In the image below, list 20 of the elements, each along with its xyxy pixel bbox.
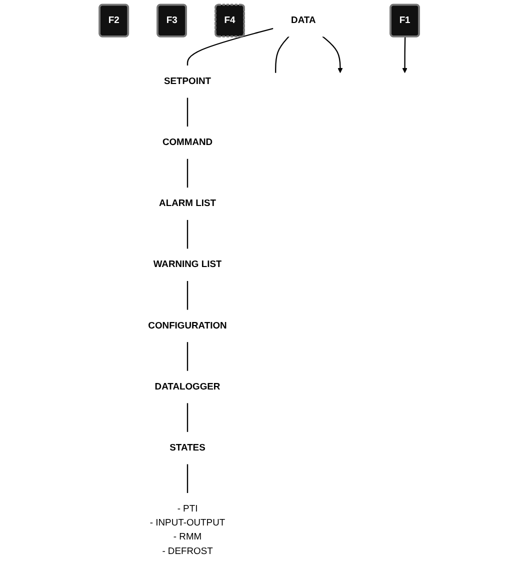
node-text: SETPOINT bbox=[164, 76, 212, 86]
arrow bbox=[402, 36, 408, 74]
node-text: STATES bbox=[170, 442, 206, 453]
connector bbox=[186, 97, 188, 127]
connector bbox=[186, 464, 188, 494]
connector bbox=[186, 342, 188, 372]
arrow bbox=[322, 36, 343, 74]
connector bbox=[186, 220, 188, 249]
node-text: DATALOGGER bbox=[154, 382, 220, 392]
node-text: COMMAND bbox=[162, 137, 213, 148]
node-text: ALARM LIST bbox=[159, 198, 216, 208]
node-text: CONFIGURATION bbox=[148, 320, 227, 331]
node-text: - PTI - INPUT-OUTPUT - RMM - DEFROST bbox=[150, 504, 226, 556]
connector bbox=[186, 402, 188, 432]
node-text: DATA bbox=[291, 15, 316, 26]
connector bbox=[186, 158, 188, 188]
connector bbox=[186, 28, 274, 66]
node-text: WARNING LIST bbox=[153, 260, 222, 270]
connector bbox=[275, 36, 290, 73]
connector bbox=[186, 280, 188, 310]
